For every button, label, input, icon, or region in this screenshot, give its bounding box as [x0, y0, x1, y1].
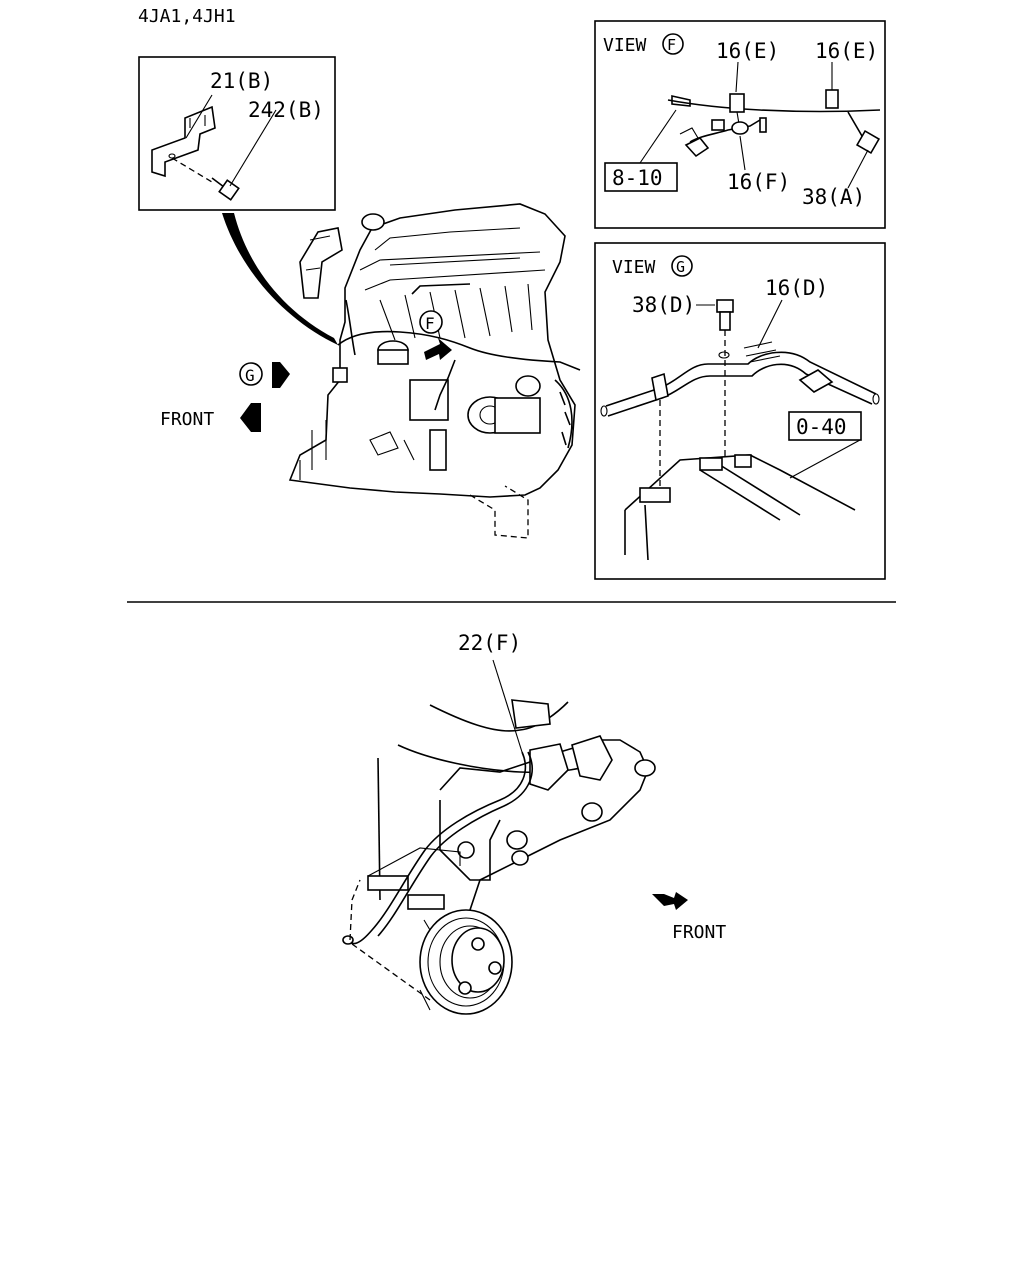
- view-f-label-16e-1: 16(E): [716, 39, 779, 63]
- view-f-label-8-10: 8-10: [612, 166, 663, 190]
- part-label-bolt: 242(B): [248, 98, 324, 122]
- view-f-marker-engine: F: [425, 314, 435, 333]
- front-label-engine: FRONT: [160, 409, 214, 430]
- view-g-title: VIEW: [612, 257, 656, 278]
- view-f-panel: VIEW F 16(E) 16(E) 8-10 16(F) 38(A): [594, 20, 886, 229]
- view-g-label-16d: 16(D): [765, 276, 828, 300]
- detail-leader-curve: [222, 213, 338, 345]
- detail-box: 21(B) 242(B): [138, 56, 336, 211]
- view-f-label-16e-2: 16(E): [815, 39, 878, 63]
- view-g-label-0-40: 0-40: [796, 415, 847, 439]
- view-f-marker: F: [667, 36, 676, 54]
- view-g-label-38d: 38(D): [632, 293, 695, 317]
- view-g-arrow-icon: [272, 362, 290, 388]
- view-g-marker-engine: G: [245, 366, 255, 385]
- view-f-label-38a: 38(A): [802, 185, 865, 209]
- front-label-pump: FRONT: [672, 922, 726, 943]
- view-f-arrow-icon: [424, 338, 452, 360]
- view-f-title: VIEW: [603, 35, 647, 56]
- bolt-drawing: [185, 94, 277, 201]
- pump-part-label-22f: 22(F): [458, 631, 521, 655]
- view-f-label-16f: 16(F): [727, 170, 790, 194]
- view-g-panel: VIEW G 38(D) 16(D) 0-40: [594, 242, 886, 580]
- part-label-bracket: 21(B): [210, 69, 273, 93]
- bracket-drawing: [151, 105, 216, 183]
- view-g-marker: G: [676, 258, 685, 276]
- pump-view: 22(F) FRONT: [342, 631, 726, 1015]
- engine-view: F: [288, 203, 581, 539]
- front-arrow-pump-icon: [652, 892, 688, 910]
- front-arrow-icon: [240, 403, 261, 432]
- engine-codes: 4JA1,4JH1: [138, 6, 236, 27]
